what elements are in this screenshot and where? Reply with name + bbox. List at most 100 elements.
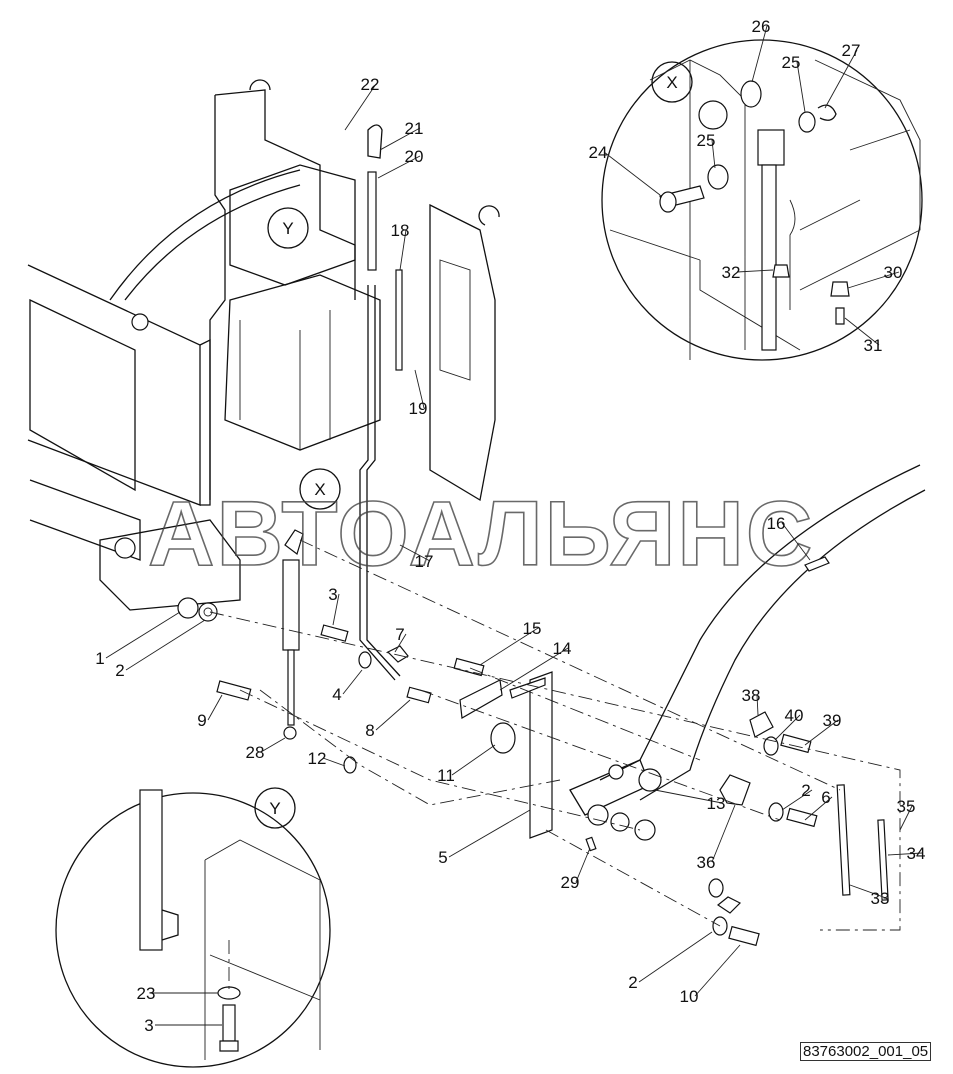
leader-line bbox=[824, 49, 858, 109]
leader-line bbox=[899, 805, 913, 831]
leader-line bbox=[448, 809, 531, 858]
inset-x-marker: X bbox=[666, 73, 677, 92]
callout-28: 28 bbox=[246, 743, 265, 762]
callout-21: 21 bbox=[405, 119, 424, 138]
callout-36: 36 bbox=[697, 853, 716, 872]
leader-line bbox=[796, 61, 806, 113]
callout-7: 7 bbox=[395, 625, 404, 644]
callout-35: 35 bbox=[897, 797, 916, 816]
drawing-code: 83763002_001_05 bbox=[800, 1042, 932, 1061]
callout-3: 3 bbox=[328, 585, 337, 604]
detail-marker-x bbox=[299, 468, 341, 510]
leader-line bbox=[781, 789, 813, 811]
detail-inset-y bbox=[55, 789, 331, 1068]
leader-line bbox=[804, 796, 833, 821]
leader-line bbox=[451, 744, 496, 776]
inset-x-callout-25: 25 bbox=[782, 53, 801, 72]
leader-line bbox=[332, 593, 340, 626]
leader-line bbox=[694, 944, 741, 997]
callout-38: 38 bbox=[742, 686, 761, 705]
leader-line bbox=[322, 757, 346, 767]
callout-6: 6 bbox=[821, 788, 830, 807]
detail-inset-x bbox=[601, 39, 923, 361]
callout-2: 2 bbox=[115, 661, 124, 680]
callout-8: 8 bbox=[365, 721, 374, 740]
leader-line bbox=[711, 139, 716, 169]
inset-x-callout-32: 32 bbox=[722, 263, 741, 282]
leader-line bbox=[774, 714, 801, 741]
leader-line bbox=[125, 619, 206, 671]
curved-arm bbox=[569, 464, 926, 816]
leader-line bbox=[638, 931, 713, 983]
callout-34: 34 bbox=[907, 844, 926, 863]
callout-39: 39 bbox=[823, 711, 842, 730]
gas-spring-cylinder bbox=[282, 529, 304, 740]
inset-y-callout-3: 3 bbox=[144, 1016, 153, 1035]
leader-line bbox=[105, 611, 181, 659]
inset-x-marker-circle bbox=[651, 61, 693, 103]
callout-16: 16 bbox=[767, 514, 786, 533]
inset-x-callout-30: 30 bbox=[884, 263, 903, 282]
callout-2: 2 bbox=[628, 973, 637, 992]
leader-line bbox=[844, 317, 880, 346]
leader-line bbox=[344, 83, 377, 131]
callout-9: 9 bbox=[197, 711, 206, 730]
callout-18: 18 bbox=[391, 221, 410, 240]
leader-line bbox=[379, 127, 421, 151]
leader-line bbox=[847, 271, 900, 289]
callout-33: 33 bbox=[871, 889, 890, 908]
leader-line bbox=[756, 694, 759, 716]
callout-13: 13 bbox=[707, 794, 726, 813]
inset-x-callout-25: 25 bbox=[697, 131, 716, 150]
leader-line bbox=[375, 699, 411, 731]
callout-1: 1 bbox=[95, 649, 104, 668]
callout-4: 4 bbox=[332, 685, 341, 704]
callout-14: 14 bbox=[553, 639, 572, 658]
leader-line bbox=[711, 804, 736, 863]
leader-line bbox=[399, 229, 407, 271]
callout-2: 2 bbox=[801, 781, 810, 800]
callout-19: 19 bbox=[409, 399, 428, 418]
rod bbox=[359, 124, 403, 681]
inset-x-callout-27: 27 bbox=[842, 41, 861, 60]
detail-marker-x-label: X bbox=[314, 480, 325, 499]
bracket bbox=[459, 671, 553, 839]
leader-line bbox=[887, 852, 923, 856]
callout-12: 12 bbox=[308, 749, 327, 768]
leader-line bbox=[654, 789, 723, 804]
leader-line bbox=[603, 151, 661, 196]
inset-x-callout-31: 31 bbox=[864, 336, 883, 355]
leader-line bbox=[751, 25, 768, 83]
leader-line bbox=[342, 669, 363, 695]
machine-frame bbox=[27, 79, 500, 611]
leader-line bbox=[781, 522, 811, 561]
leader-line bbox=[414, 369, 425, 409]
callout-5: 5 bbox=[438, 848, 447, 867]
callout-10: 10 bbox=[680, 987, 699, 1006]
assembly-lines bbox=[209, 539, 901, 931]
detail-marker-y bbox=[267, 207, 309, 249]
leader-line bbox=[849, 884, 887, 899]
watermark: АВТОАЛЬЯНС bbox=[148, 483, 814, 585]
callout-20: 20 bbox=[405, 147, 424, 166]
leader-line bbox=[377, 155, 421, 179]
leader-line bbox=[399, 544, 431, 562]
leader-line bbox=[736, 269, 774, 273]
leader-line bbox=[260, 737, 286, 753]
callout-22: 22 bbox=[361, 75, 380, 94]
inset-x-callout-26: 26 bbox=[752, 17, 771, 36]
leader-line bbox=[804, 719, 839, 746]
callout-11: 11 bbox=[437, 766, 455, 785]
leader-line bbox=[394, 633, 407, 653]
callout-29: 29 bbox=[561, 873, 580, 892]
callout-15: 15 bbox=[523, 619, 542, 638]
leader-line bbox=[479, 627, 539, 666]
detail-marker-y-label: Y bbox=[282, 219, 293, 238]
leader-line bbox=[575, 847, 591, 883]
callout-40: 40 bbox=[785, 706, 804, 725]
inset-x-callout-24: 24 bbox=[589, 143, 608, 162]
leader-line bbox=[499, 647, 569, 691]
